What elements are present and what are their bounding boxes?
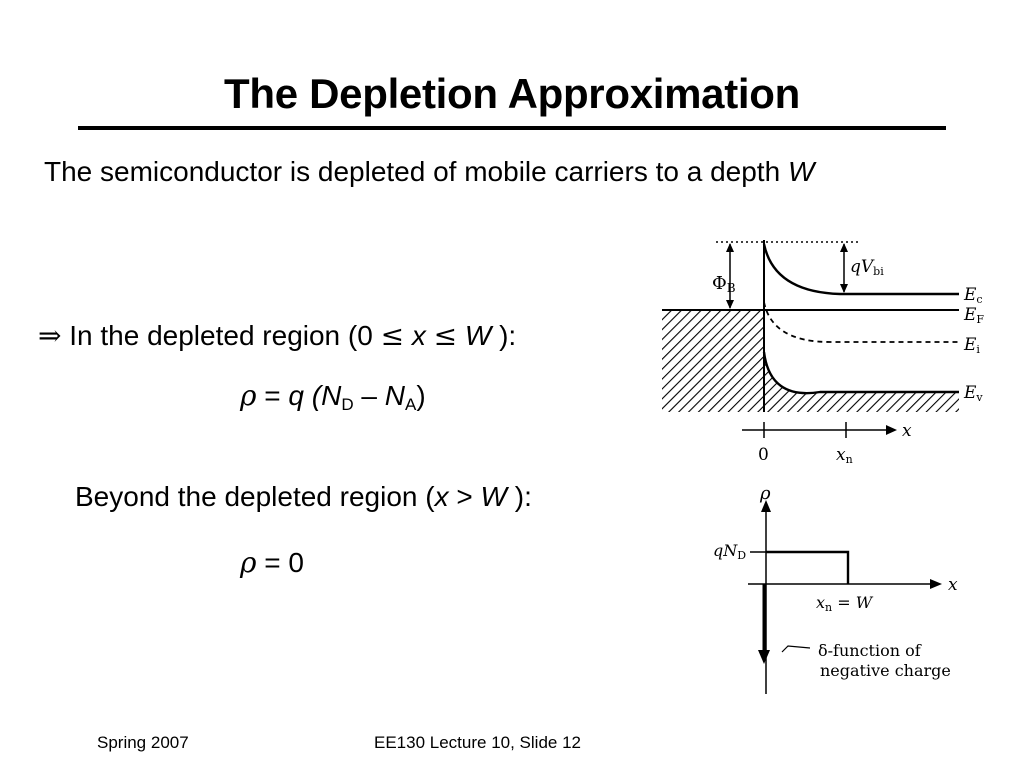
ef-label: EF [963, 305, 984, 326]
x-axis-label: x [948, 575, 958, 595]
qvbi-label: qVbi [850, 257, 884, 278]
delta-label-line1: δ-function of [818, 641, 922, 660]
charge-density-equation: ρ = q (ND – NA) [240, 379, 426, 414]
beyond-region-statement: Beyond the depleted region (x > W ): [75, 481, 532, 513]
ei-label: Ei [963, 335, 980, 356]
delta-function-arrow-icon [758, 650, 770, 664]
origin-label: 0 [758, 445, 769, 465]
slide-title: The Depletion Approximation [223, 70, 801, 117]
nd-subscript: D [341, 395, 354, 414]
nd-variable: N [321, 380, 342, 411]
w-variable: W [480, 481, 507, 512]
xn-equals-w-label: xn = W [816, 593, 874, 614]
qnd-label: qND [713, 541, 746, 562]
na-variable: N [384, 380, 405, 411]
ec-label: Ec [963, 285, 983, 306]
na-subscript: A [404, 395, 417, 414]
xn-label: xn [836, 445, 853, 466]
equals-zero: = 0 [256, 547, 304, 578]
q-variable: q [288, 380, 304, 411]
valence-band-edge [762, 351, 959, 395]
band-diagram: ΦB qVbi Ec EF Ei Ev x 0 xn [662, 240, 984, 466]
x-variable: x [404, 320, 434, 351]
rho-symbol: ρ [240, 379, 257, 412]
rho-axis-label: ρ [759, 483, 771, 504]
ev-label: Ev [963, 383, 983, 404]
minus: – [353, 380, 385, 411]
x-axis-arrow-icon [886, 425, 897, 435]
delta-pointer-line [781, 645, 811, 653]
x-axis-label: x [902, 421, 912, 441]
depletion-charge-step [766, 550, 850, 584]
close-paren: ) [416, 380, 426, 411]
depleted-region-statement: ⇒ In the depleted region (0 ≤ x ≤ W ): [38, 319, 516, 352]
phi-b-label: ΦB [712, 273, 736, 295]
close-paren: ): [499, 320, 517, 351]
le-symbol: ≤ [380, 319, 405, 352]
close-paren: ): [506, 481, 532, 512]
rho-axis-arrow-icon [761, 500, 771, 512]
footer-date: Spring 2007 [97, 733, 189, 752]
intro-depth-variable: W [787, 156, 815, 187]
charge-density-diagram: ρ x qND xn = W δ-function of negative ch… [713, 483, 958, 694]
intro-sentence: The semiconductor is depleted of mobile … [44, 156, 814, 188]
intro-text: The semiconductor is depleted of mobile … [44, 156, 781, 187]
metal-region [662, 310, 764, 412]
w-variable: W [457, 320, 500, 351]
title-underline [78, 126, 946, 130]
intrinsic-level-line [763, 301, 959, 343]
x-variable: x [434, 481, 449, 512]
delta-label-line2: negative charge [820, 661, 951, 680]
valence-band-fill [764, 352, 959, 412]
conduction-band-edge [762, 243, 959, 296]
equals: = [256, 380, 289, 411]
footer-slide-info: EE130 Lecture 10, Slide 12 [374, 733, 581, 752]
x-axis-arrow-icon [930, 579, 942, 589]
implies-arrow-icon: ⇒ [38, 319, 62, 352]
gt-symbol: > [448, 481, 481, 512]
zero-charge-equation: ρ = 0 [240, 546, 304, 579]
rho-symbol: ρ [240, 546, 257, 579]
open-paren: ( [303, 380, 322, 411]
beyond-text: Beyond the depleted region ( [75, 481, 435, 512]
depleted-text: In the depleted region (0 [61, 320, 381, 351]
le-symbol: ≤ [433, 319, 458, 352]
